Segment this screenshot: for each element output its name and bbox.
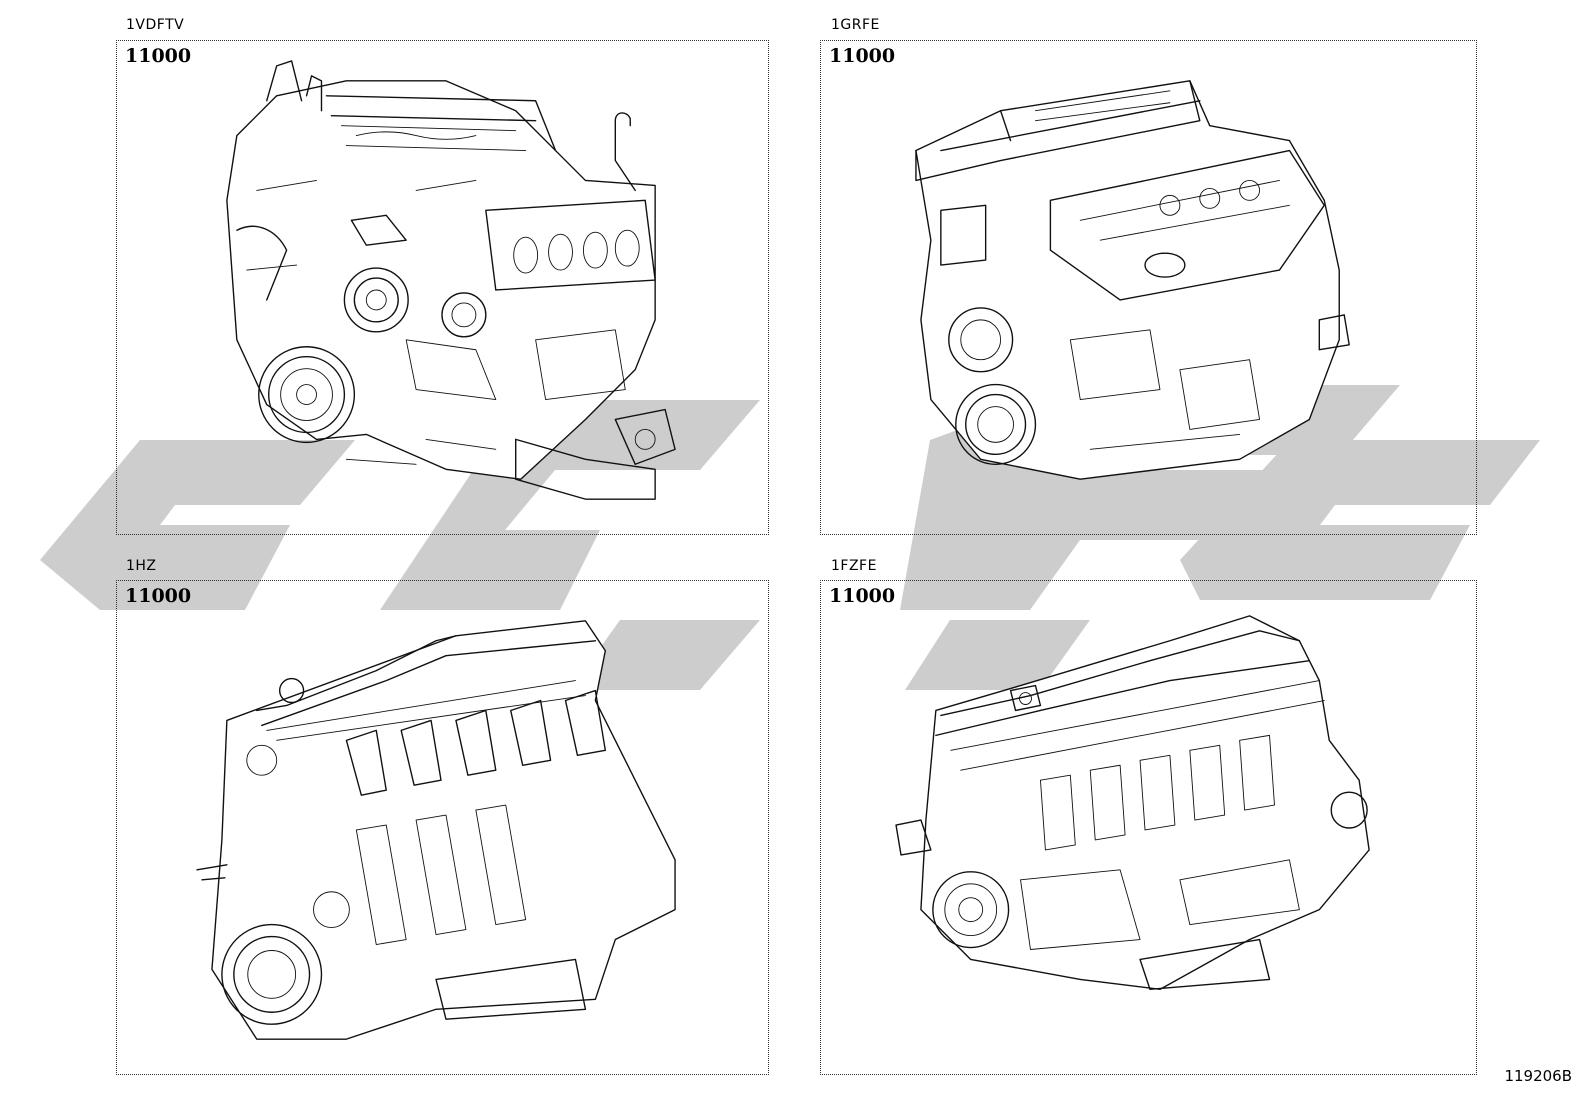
engine-code-label: 1FZFE [831, 558, 877, 574]
engine-code-label: 1HZ [126, 558, 157, 574]
v6-engine-drawing [915, 80, 1350, 480]
inline6-diesel-engine-drawing [196, 620, 676, 1040]
inline6-petrol-engine-drawing [895, 615, 1370, 991]
engine-code-label: 1VDFTV [126, 17, 185, 33]
engine-panel[interactable]: 11000 [820, 580, 1477, 1075]
part-number[interactable]: 11000 [829, 585, 896, 607]
diagram-reference-code: 119206B [1504, 1067, 1572, 1085]
engine-panel[interactable]: 11000 [820, 40, 1477, 535]
part-number[interactable]: 11000 [125, 585, 192, 607]
v8-engine-drawing [226, 60, 676, 500]
engine-panel[interactable]: 11000 [116, 40, 769, 535]
part-number[interactable]: 11000 [125, 45, 192, 67]
part-number[interactable]: 11000 [829, 45, 896, 67]
engine-code-label: 1GRFE [831, 17, 880, 33]
engine-panel[interactable]: 11000 [116, 580, 769, 1075]
